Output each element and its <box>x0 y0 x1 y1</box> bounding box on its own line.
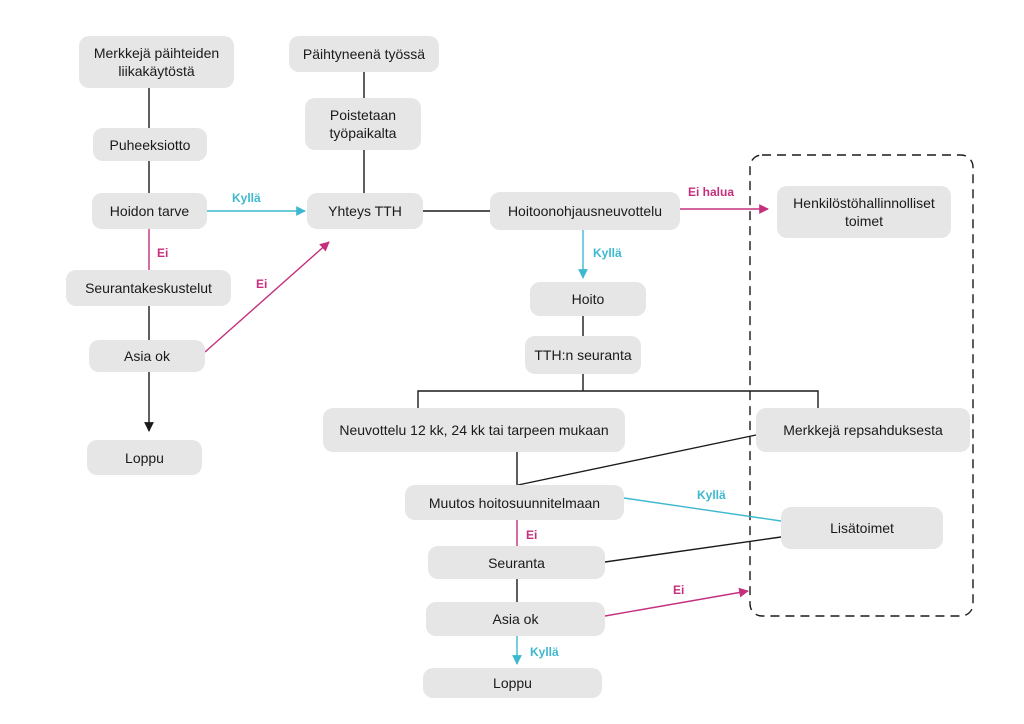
dashed-group-frame <box>749 154 974 617</box>
label-ei-halua: Ei halua <box>688 185 735 199</box>
edge-repsahdus-muutos <box>517 434 757 486</box>
label-kylla-loppu: Kyllä <box>530 645 559 659</box>
node-neuvottelu: Neuvottelu 12 kk, 24 kk tai tarpeen muka… <box>323 408 625 452</box>
label-ei-asia-ok: Ei <box>256 277 268 291</box>
node-seurantakeskustelut: Seurantakeskustelut <box>66 270 231 306</box>
node-merkkeja-repsahduksesta: Merkkejä repsahduksesta <box>756 408 970 452</box>
label-ei-seuranta: Ei <box>526 528 538 542</box>
node-muutos-hoitosuunnitelmaan: Muutos hoitosuunnitelmaan <box>405 485 624 520</box>
label-kylla-hoidon-tarve: Kyllä <box>232 191 261 205</box>
node-yhteys-tth: Yhteys TTH <box>307 193 423 229</box>
edge-seuranta-lisatoimet <box>604 536 782 563</box>
label-ei-hoidon-tarve: Ei <box>157 246 169 260</box>
node-merkkeja-paihteiden: Merkkejä päihteiden liikakäytöstä <box>79 36 234 88</box>
node-hoidon-tarve: Hoidon tarve <box>92 193 207 229</box>
node-paihtyneena-tyossa: Päihtyneenä työssä <box>289 36 439 72</box>
edge-ei-asiaok-yhteys <box>204 241 330 353</box>
node-seuranta: Seuranta <box>428 546 605 579</box>
node-henkilostohallinnolliset-toimet: Henkilöstöhallinnolliset toimet <box>777 186 951 238</box>
label-kylla-hoito: Kyllä <box>593 246 622 260</box>
node-asia-ok-1: Asia ok <box>89 340 205 372</box>
edge-kylla-muutos-lisatoimet <box>623 497 782 522</box>
node-puheeksiotto: Puheeksiotto <box>93 128 207 161</box>
label-kylla-lisatoimet: Kyllä <box>697 488 726 502</box>
node-loppu-2: Loppu <box>423 668 602 698</box>
node-hoito: Hoito <box>530 282 646 316</box>
label-ei-asia-ok-2: Ei <box>673 583 685 597</box>
node-asia-ok-2: Asia ok <box>426 602 605 636</box>
node-lisatoimet: Lisätoimet <box>781 507 943 549</box>
node-poistetaan-tyopaikalta: Poistetaan työpaikalta <box>305 98 421 150</box>
node-hoitoonohjausneuvottelu: Hoitoonohjausneuvottelu <box>490 192 680 230</box>
edge-branch-bar <box>417 390 819 408</box>
node-tth-seuranta: TTH:n seuranta <box>525 336 641 374</box>
node-loppu-1: Loppu <box>87 440 202 475</box>
edge-ei-asiaok-frame <box>604 587 749 617</box>
